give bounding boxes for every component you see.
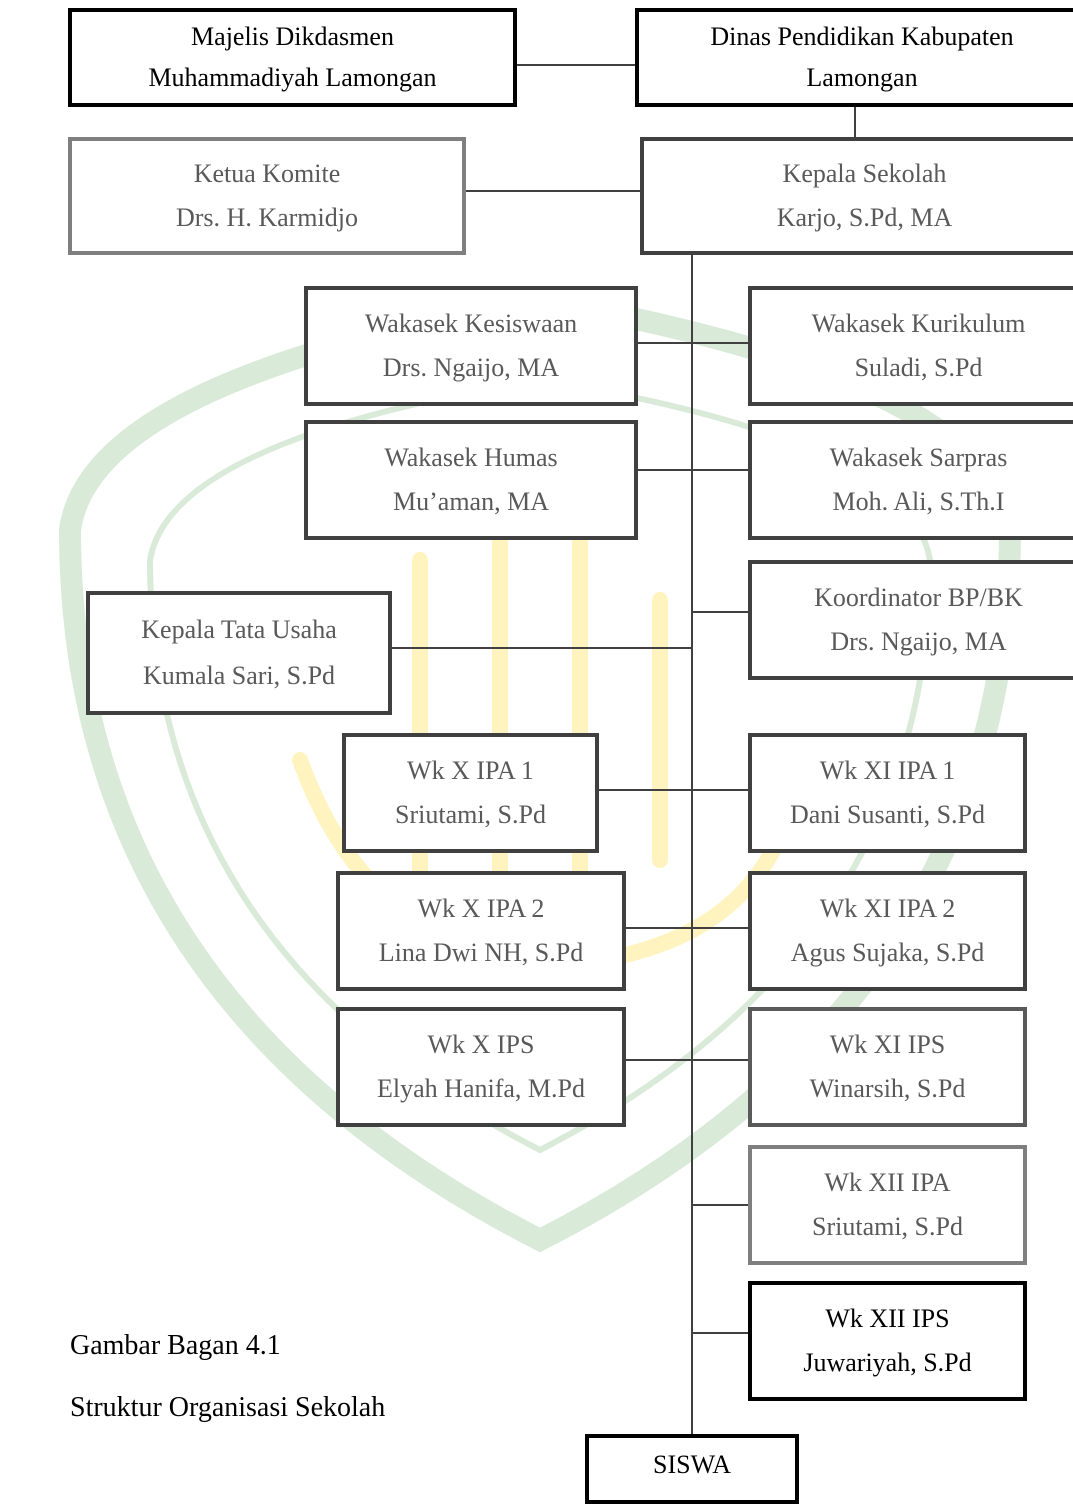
- node-kepala-sekolah: Kepala Sekolah Karjo, S.Pd, MA: [640, 137, 1073, 255]
- node-wk-x-ipa2-title: Wk X IPA 2: [417, 893, 545, 923]
- node-wakasek-kurikulum-name: Suladi, S.Pd: [854, 353, 983, 383]
- node-dinas-line1: Dinas Pendidikan Kabupaten: [710, 21, 1014, 51]
- node-wk-x-ipa1: Wk X IPA 1 Sriutami, S.Pd: [342, 733, 599, 853]
- node-wk-xii-ipa-title: Wk XII IPA: [824, 1167, 951, 1197]
- node-wk-xi-ipa2: Wk XI IPA 2 Agus Sujaka, S.Pd: [748, 871, 1027, 991]
- node-majelis: Majelis Dikdasmen Muhammadiyah Lamongan: [68, 8, 517, 107]
- node-wakasek-sarpras-name: Moh. Ali, S.Th.I: [832, 487, 1005, 517]
- node-dinas: Dinas Pendidikan Kabupaten Lamongan: [635, 8, 1073, 107]
- node-wk-x-ips-name: Elyah Hanifa, M.Pd: [377, 1074, 585, 1104]
- node-wakasek-sarpras-title: Wakasek Sarpras: [829, 442, 1008, 472]
- node-koordinator-bpbk-title: Koordinator BP/BK: [814, 582, 1023, 612]
- node-wk-xi-ips: Wk XI IPS Winarsih, S.Pd: [748, 1007, 1027, 1127]
- node-wk-x-ipa2-name: Lina Dwi NH, S.Pd: [378, 938, 584, 968]
- node-wk-xii-ipa: Wk XII IPA Sriutami, S.Pd: [748, 1145, 1027, 1265]
- watermark-shield-inner: [146, 376, 934, 1154]
- node-wk-xi-ipa1: Wk XI IPA 1 Dani Susanti, S.Pd: [748, 733, 1027, 853]
- caption-figure-number: Gambar Bagan 4.1: [70, 1330, 281, 1361]
- caption-figure-title: Struktur Organisasi Sekolah: [70, 1392, 386, 1423]
- node-ketua-komite-name: Drs. H. Karmidjo: [176, 203, 358, 232]
- node-wakasek-kurikulum: Wakasek Kurikulum Suladi, S.Pd: [748, 286, 1073, 406]
- node-wk-x-ipa2: Wk X IPA 2 Lina Dwi NH, S.Pd: [336, 871, 626, 991]
- node-siswa: SISWA: [585, 1434, 799, 1504]
- node-wakasek-humas-name: Mu’aman, MA: [393, 487, 549, 517]
- node-ketua-komite: Ketua Komite Drs. H. Karmidjo: [68, 137, 466, 255]
- node-wk-xii-ips: Wk XII IPS Juwariyah, S.Pd: [748, 1281, 1027, 1401]
- node-wakasek-humas: Wakasek Humas Mu’aman, MA: [304, 420, 638, 540]
- node-wk-xi-ips-title: Wk XI IPS: [829, 1029, 946, 1059]
- node-majelis-line2: Muhammadiyah Lamongan: [148, 63, 437, 93]
- node-wk-x-ips-title: Wk X IPS: [427, 1029, 535, 1059]
- node-wk-xii-ips-title: Wk XII IPS: [825, 1303, 950, 1333]
- node-siswa-title: SISWA: [652, 1450, 731, 1479]
- node-wk-xi-ipa2-title: Wk XI IPA 2: [819, 893, 956, 923]
- node-wk-xii-ipa-name: Sriutami, S.Pd: [812, 1212, 963, 1242]
- node-ketua-komite-title: Ketua Komite: [193, 159, 341, 188]
- node-dinas-line2: Lamongan: [806, 63, 918, 93]
- node-wk-x-ipa1-name: Sriutami, S.Pd: [395, 800, 546, 830]
- node-wk-xii-ips-name: Juwariyah, S.Pd: [803, 1348, 972, 1378]
- node-kepala-tata-usaha-title: Kepala Tata Usaha: [141, 615, 337, 644]
- node-wakasek-kesiswaan-title: Wakasek Kesiswaan: [364, 308, 578, 338]
- node-wk-xi-ipa1-title: Wk XI IPA 1: [819, 755, 956, 785]
- node-kepala-sekolah-name: Karjo, S.Pd, MA: [776, 203, 953, 232]
- node-wakasek-kurikulum-title: Wakasek Kurikulum: [811, 308, 1026, 338]
- node-wakasek-kesiswaan: Wakasek Kesiswaan Drs. Ngaijo, MA: [304, 286, 638, 406]
- node-koordinator-bpbk: Koordinator BP/BK Drs. Ngaijo, MA: [748, 560, 1073, 680]
- node-wakasek-sarpras: Wakasek Sarpras Moh. Ali, S.Th.I: [748, 420, 1073, 540]
- node-wk-x-ipa1-title: Wk X IPA 1: [407, 755, 534, 785]
- node-wakasek-kesiswaan-name: Drs. Ngaijo, MA: [382, 353, 560, 383]
- node-majelis-line1: Majelis Dikdasmen: [191, 21, 394, 51]
- node-kepala-tata-usaha-name: Kumala Sari, S.Pd: [142, 661, 336, 690]
- node-wk-xi-ipa2-name: Agus Sujaka, S.Pd: [790, 938, 985, 968]
- node-kepala-sekolah-title: Kepala Sekolah: [782, 159, 947, 188]
- node-koordinator-bpbk-name: Drs. Ngaijo, MA: [830, 627, 1007, 657]
- node-wk-x-ips: Wk X IPS Elyah Hanifa, M.Pd: [336, 1007, 626, 1127]
- node-wk-xi-ipa1-name: Dani Susanti, S.Pd: [789, 800, 986, 830]
- node-wakasek-humas-title: Wakasek Humas: [384, 442, 558, 472]
- node-wk-xi-ips-name: Winarsih, S.Pd: [809, 1074, 966, 1104]
- node-kepala-tata-usaha: Kepala Tata Usaha Kumala Sari, S.Pd: [86, 591, 392, 715]
